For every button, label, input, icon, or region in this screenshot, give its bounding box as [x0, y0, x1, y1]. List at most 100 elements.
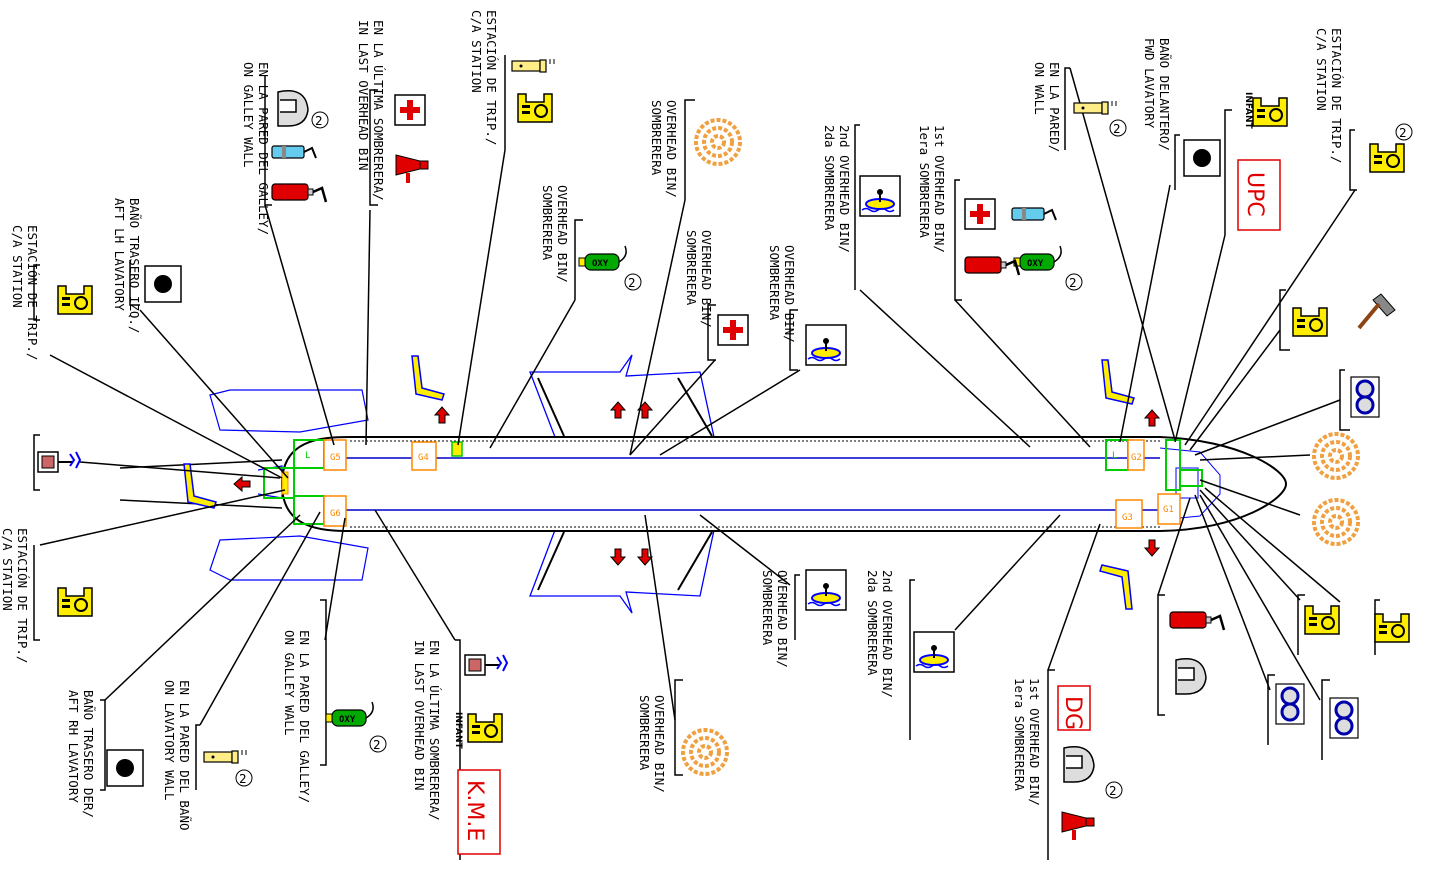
label-aft-lh-lavatory: BAÑO TRASERO IZQ./ AFT LH LAVATORY	[112, 198, 142, 333]
label-last-bin-bottom: EN LA ÚLTIMA SOMBRERERA/ IN LAST OVERHEA…	[412, 640, 442, 821]
svg-text:BAÑO TRASERO DER/: BAÑO TRASERO DER/	[81, 690, 96, 818]
svg-text:EN LA PARED DEL GALLEY/: EN LA PARED DEL GALLEY/	[256, 62, 271, 235]
goggles-icon	[1328, 696, 1360, 740]
svg-text:FWD LAVATORY: FWD LAVATORY	[1142, 38, 1157, 129]
life-raft-icon	[805, 324, 847, 366]
cockpit	[1159, 447, 1221, 521]
svg-text:ESTACIÓN DE TRIP./: ESTACIÓN DE TRIP./	[1329, 28, 1344, 163]
life-raft-icon	[805, 569, 847, 611]
oxy-label: OXY	[339, 715, 356, 725]
door-g3: G3	[1122, 513, 1133, 523]
megaphone-icon	[395, 154, 429, 184]
life-vest-icon	[517, 93, 553, 123]
qty-two: 2	[1069, 275, 1077, 290]
svg-text:BAÑO DELANTERO/: BAÑO DELANTERO/	[1157, 38, 1172, 151]
door-markers: L G5 G6 G4 L G2 G3 G1	[263, 439, 1203, 529]
svg-text:SOMBRERERA: SOMBRERERA	[684, 230, 699, 306]
qty-two: 2	[1113, 121, 1121, 136]
lav-fire-extinguisher-box-icon	[144, 265, 182, 303]
wing-top	[529, 354, 715, 438]
svg-text:ESTACIÓN DE TRIP./: ESTACIÓN DE TRIP./	[484, 10, 499, 145]
first-aid-kit-icon	[964, 198, 996, 230]
goggles-icon	[1349, 375, 1381, 419]
qty-two: 2	[239, 771, 247, 786]
exit-arrow-icon	[1144, 539, 1160, 557]
svg-text:OVERHEAD BIN/: OVERHEAD BIN/	[664, 100, 679, 198]
label-overhead-bin-raft-bottom: OVERHEAD BIN/ SOMBRERERA	[760, 570, 790, 668]
label-second-bin-bottom: 2nd OVERHEAD BIN/ 2da SOMBRERERA	[865, 570, 895, 698]
kme-badge: K.M.E	[457, 769, 501, 855]
svg-text:ON GALLEY WALL: ON GALLEY WALL	[241, 62, 256, 167]
svg-text:OVERHEAD BIN/: OVERHEAD BIN/	[652, 695, 667, 793]
svg-text:SOMBRERERA: SOMBRERERA	[540, 185, 555, 261]
door-g6: G6	[330, 509, 341, 519]
svg-text:OVERHEAD BIN/: OVERHEAD BIN/	[775, 570, 790, 668]
label-overhead-bin-raft-top: OVERHEAD BIN/ SOMBRERERA	[767, 245, 797, 343]
kme-text: K.M.E	[462, 780, 487, 841]
svg-text:EN LA PARED/: EN LA PARED/	[1047, 62, 1062, 152]
door-g2: G2	[1131, 453, 1142, 463]
label-last-bin-top: EN LA ÚLTIMA SOMBRERERA/ IN LAST OVERHEA…	[356, 20, 386, 201]
escape-rope-icon	[694, 118, 742, 166]
svg-text:SOMBRERERA: SOMBRERERA	[637, 695, 652, 771]
label-aft-rh-lavatory: BAÑO TRASERO DER/ AFT RH LAVATORY	[66, 690, 96, 818]
svg-text:BAÑO TRASERO IZQ./: BAÑO TRASERO IZQ./	[127, 198, 142, 333]
qty-two: 2	[373, 737, 381, 752]
oxy-label: OXY	[592, 259, 609, 269]
label-station-mid-top: ESTACIÓN DE TRIP./ C/A STATION	[469, 10, 499, 145]
door-g1: G1	[1163, 505, 1174, 515]
life-vest-icon	[1374, 613, 1410, 643]
label-galley-wall-bottom: EN LA PARED DEL GALLEY/ ON GALLEY WALL	[282, 630, 312, 803]
qty-two: 2	[1109, 783, 1117, 798]
qty-two: 2	[628, 275, 636, 290]
label-overhead-bin-first-aid: OVERHEAD BIN/ SOMBRERERA	[684, 230, 714, 328]
emergency-locator-transmitter-icon	[37, 451, 81, 473]
escape-rope-icon	[1312, 498, 1360, 546]
life-vest-icon	[57, 285, 93, 315]
dg-text: DG	[1060, 696, 1085, 730]
life-raft-icon	[859, 175, 901, 217]
slide-icon	[411, 355, 445, 401]
first-aid-kit-icon	[717, 314, 749, 346]
life-vest-icon	[1292, 307, 1328, 337]
fuselage	[119, 436, 1288, 532]
label-first-bin-top: 1st OVERHEAD BIN/ 1era SOMBRERERA	[917, 125, 947, 253]
door-l-fwd: L	[1112, 451, 1117, 461]
fire-extinguisher-icon	[963, 255, 1021, 277]
svg-text:1era SOMBRERERA: 1era SOMBRERERA	[917, 125, 932, 238]
svg-text:1st OVERHEAD BIN/: 1st OVERHEAD BIN/	[932, 125, 947, 253]
label-galley-wall-top: EN LA PARED DEL GALLEY/ ON GALLEY WALL	[241, 62, 271, 235]
label-aft-station-left: ESTACIÓN DE TRIP./ C/A STATION	[10, 225, 40, 360]
svg-text:ON WALL: ON WALL	[1032, 62, 1047, 115]
svg-text:1st OVERHEAD BIN/: 1st OVERHEAD BIN/	[1027, 678, 1042, 806]
door-g4: G4	[418, 453, 429, 463]
label-overhead-bin-rope-bottom: OVERHEAD BIN/ SOMBRERERA	[637, 695, 667, 793]
life-raft-icon	[913, 631, 955, 673]
lav-fire-extinguisher-box-icon	[1183, 139, 1221, 177]
label-first-bin-bottom: 1st OVERHEAD BIN/ 1era SOMBRERERA	[1012, 678, 1042, 806]
svg-text:SOMBRERERA: SOMBRERERA	[767, 245, 782, 321]
life-vest-icon	[1304, 605, 1340, 635]
infant-label: INFANT	[453, 712, 463, 749]
exit-arrow-icon	[233, 476, 251, 492]
svg-text:EN LA ÚLTIMA SOMBRERERA/: EN LA ÚLTIMA SOMBRERERA/	[371, 20, 386, 201]
infant-label: INFANT	[1243, 92, 1253, 129]
smoke-hood-icon	[1175, 658, 1207, 695]
svg-text:SOMBRERERA: SOMBRERERA	[649, 100, 664, 176]
svg-text:EN LA ÚLTIMA SOMBRERERA/: EN LA ÚLTIMA SOMBRERERA/	[427, 640, 442, 821]
label-overhead-bin-rope-top: OVERHEAD BIN/ SOMBRERERA	[649, 100, 679, 198]
halon-extinguisher-icon	[271, 145, 317, 159]
qty-two: 2	[1399, 125, 1407, 140]
svg-text:C/A STATION: C/A STATION	[1314, 28, 1329, 111]
label-overhead-bin-oxy: OVERHEAD BIN/ SOMBRERERA	[540, 185, 570, 283]
label-on-wall-fwd: EN LA PARED/ ON WALL	[1032, 62, 1062, 152]
svg-text:EN LA PARED DEL GALLEY/: EN LA PARED DEL GALLEY/	[297, 630, 312, 803]
svg-text:SOMBRERERA: SOMBRERERA	[760, 570, 775, 646]
life-vest-icon	[57, 587, 93, 617]
label-aft-station-right: ESTACIÓN DE TRIP./ C/A STATION	[0, 528, 30, 663]
life-vest-icon	[467, 713, 503, 743]
svg-text:C/A STATION: C/A STATION	[0, 528, 15, 611]
svg-text:IN LAST OVERHEAD BIN: IN LAST OVERHEAD BIN	[356, 20, 371, 171]
crash-axe-icon	[1351, 286, 1399, 338]
fire-extinguisher-icon	[1168, 610, 1226, 632]
